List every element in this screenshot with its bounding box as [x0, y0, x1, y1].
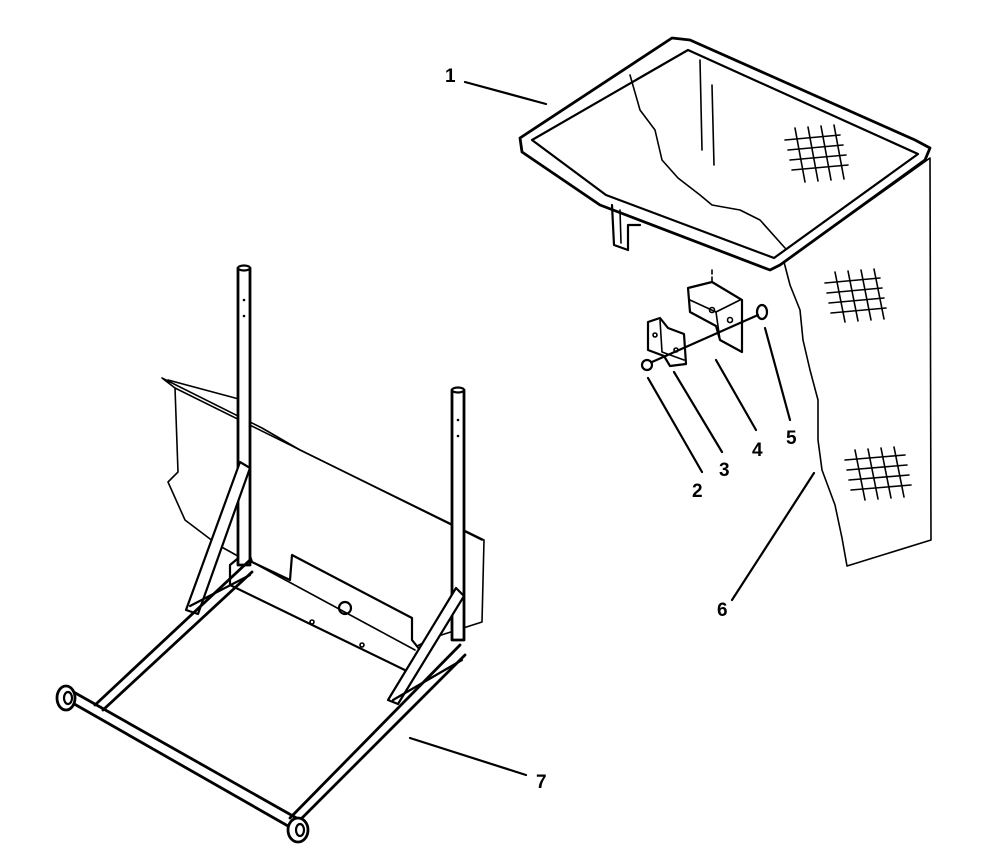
leader-line-2	[646, 376, 704, 474]
mesh-patch-bottom	[844, 446, 912, 501]
leader-lines	[408, 80, 816, 777]
grass-bag	[629, 59, 932, 567]
leader-line-3	[672, 370, 724, 454]
callout-7: 7	[536, 772, 547, 793]
nut	[640, 358, 654, 372]
callout-labels: 1 2 3 4 5 6 7	[445, 66, 797, 793]
leader-line-6	[730, 471, 816, 602]
mesh-patch-top	[784, 124, 849, 183]
carriage-bolt	[650, 303, 769, 364]
leader-line-5	[763, 326, 792, 422]
grass-bag-frame	[518, 36, 932, 272]
callout-3: 3	[719, 460, 730, 481]
callout-6: 6	[717, 600, 728, 621]
leader-line-4	[714, 358, 758, 432]
bag-support-frame	[55, 264, 485, 844]
mesh-patch-middle	[824, 268, 887, 323]
callout-4: 4	[752, 440, 763, 461]
callout-1: 1	[445, 66, 456, 87]
mounting-plate	[646, 316, 688, 368]
callout-5: 5	[786, 428, 797, 449]
leader-line-7	[408, 736, 528, 777]
leader-line-1	[463, 80, 548, 106]
callout-2: 2	[692, 481, 703, 502]
mounting-hardware	[640, 269, 769, 372]
mounting-bracket	[686, 280, 744, 354]
